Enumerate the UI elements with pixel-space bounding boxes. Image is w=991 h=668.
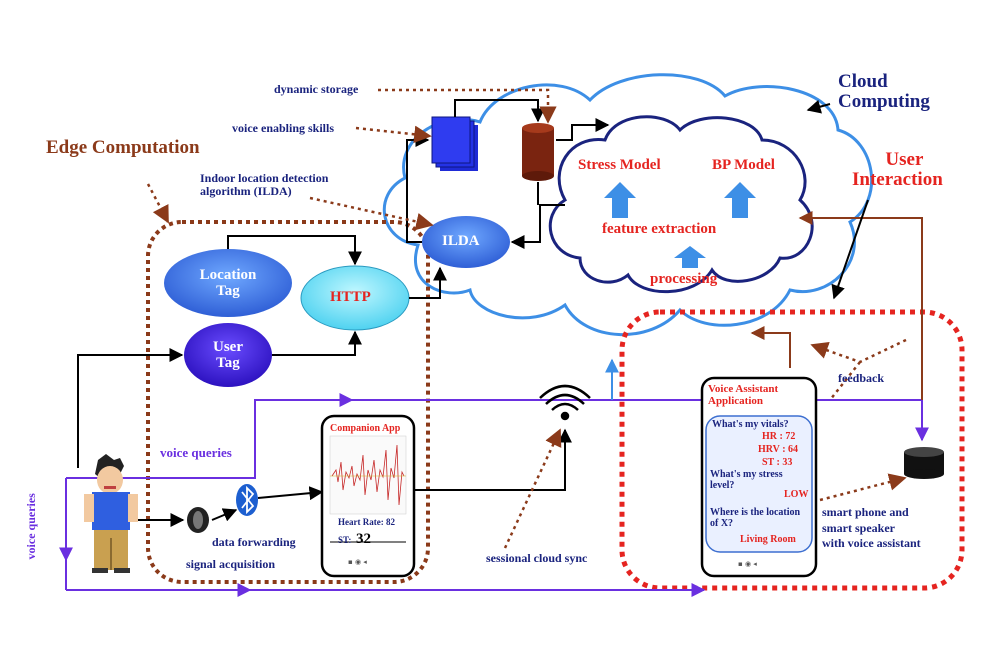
ilda-desc-line-1: Indoor location detection bbox=[200, 171, 329, 185]
voice-q3-line-2: of X? bbox=[710, 517, 734, 529]
companion-heart-rate: Heart Rate: 82 bbox=[338, 517, 395, 527]
companion-st-label: ST: bbox=[338, 535, 352, 545]
user-interaction-line-2: Interaction bbox=[852, 168, 943, 190]
http-node-label: HTTP bbox=[330, 289, 371, 305]
location-tag-line-1: Location bbox=[199, 267, 257, 283]
svg-text:▪ ◉ ◂: ▪ ◉ ◂ bbox=[738, 560, 757, 568]
edge-computation-title: Edge Computation bbox=[46, 137, 200, 158]
voice-app-title-line-1: Voice Assistant bbox=[708, 383, 779, 395]
voice-a3: Living Room bbox=[740, 534, 796, 545]
dynamic-storage-label: dynamic storage bbox=[274, 82, 359, 96]
voice-assistant-phone: ▪ ◉ ◂ bbox=[700, 376, 818, 578]
cloud-title-line-2: Computing bbox=[838, 90, 930, 112]
user-interaction-box bbox=[619, 309, 965, 591]
data-forwarding-label: data forwarding bbox=[212, 535, 296, 549]
feature-extraction-label: feature extraction bbox=[602, 221, 717, 237]
smart-device-line-3: with voice assistant bbox=[822, 536, 921, 551]
sensor-icon bbox=[187, 507, 209, 533]
svg-text:▪ ◉ ◂: ▪ ◉ ◂ bbox=[348, 558, 367, 566]
companion-st-value: 32 bbox=[356, 531, 371, 547]
sessional-cloud-sync-label: sessional cloud sync bbox=[486, 551, 588, 565]
cloud-inner bbox=[548, 115, 814, 294]
location-tag-line-2: Tag bbox=[216, 282, 240, 299]
stress-up-arrow bbox=[604, 182, 636, 218]
voice-q1: What's my vitals? bbox=[712, 419, 789, 430]
ilda-node bbox=[422, 216, 510, 268]
voice-skills-document-icon bbox=[431, 116, 478, 171]
feedback-label: feedback bbox=[838, 371, 884, 385]
bp-model-label: BP Model bbox=[712, 157, 775, 173]
user-tag-line-1: User bbox=[213, 339, 243, 355]
voice-a2: LOW bbox=[784, 489, 809, 500]
voice-q2-line-2: level? bbox=[710, 479, 735, 491]
user-interaction-line-1: User bbox=[885, 149, 924, 170]
stress-model-label: Stress Model bbox=[578, 157, 661, 173]
smart-speaker-icon bbox=[904, 447, 944, 479]
ilda-desc-line-2: algorithm (ILDA) bbox=[200, 183, 292, 198]
processing-label: processing bbox=[650, 271, 718, 287]
edge-computation-box bbox=[146, 220, 430, 584]
voice-hr: HR : 72 bbox=[762, 431, 796, 442]
user-person-icon bbox=[84, 454, 138, 573]
smart-device-line-1: smart phone and bbox=[822, 505, 909, 519]
voice-queries-vertical-label: voice queries bbox=[23, 493, 38, 560]
voice-hrv: HRV : 64 bbox=[758, 444, 799, 455]
smart-device-line-2: smart speaker bbox=[822, 520, 895, 535]
voice-app-title-line-2: Application bbox=[708, 394, 764, 407]
companion-app-phone: ▪ ◉ ◂ bbox=[320, 414, 416, 578]
voice-q3-line-1: Where is the location bbox=[710, 507, 801, 518]
signal-acquisition-label: signal acquisition bbox=[186, 557, 276, 571]
processing-up-arrow bbox=[674, 246, 706, 268]
voice-queries-label: voice queries bbox=[160, 445, 232, 460]
cloud-title-line-1: Cloud bbox=[838, 71, 888, 92]
user-tag-line-2: Tag bbox=[216, 354, 240, 371]
location-tag-node bbox=[164, 249, 292, 317]
wifi-icon bbox=[539, 384, 591, 421]
ecg-waveform bbox=[331, 444, 405, 506]
user-tag-node bbox=[184, 323, 272, 387]
voice-enabling-skills-label: voice enabling skills bbox=[232, 121, 335, 135]
ilda-node-label: ILDA bbox=[442, 233, 480, 249]
voice-q2-line-1: What's my stress bbox=[710, 469, 783, 480]
bp-up-arrow bbox=[724, 182, 756, 218]
bluetooth-icon bbox=[236, 484, 258, 516]
companion-app-title: Companion App bbox=[330, 423, 401, 434]
dynamic-storage-database-icon bbox=[522, 123, 554, 181]
voice-st: ST : 33 bbox=[762, 457, 793, 468]
